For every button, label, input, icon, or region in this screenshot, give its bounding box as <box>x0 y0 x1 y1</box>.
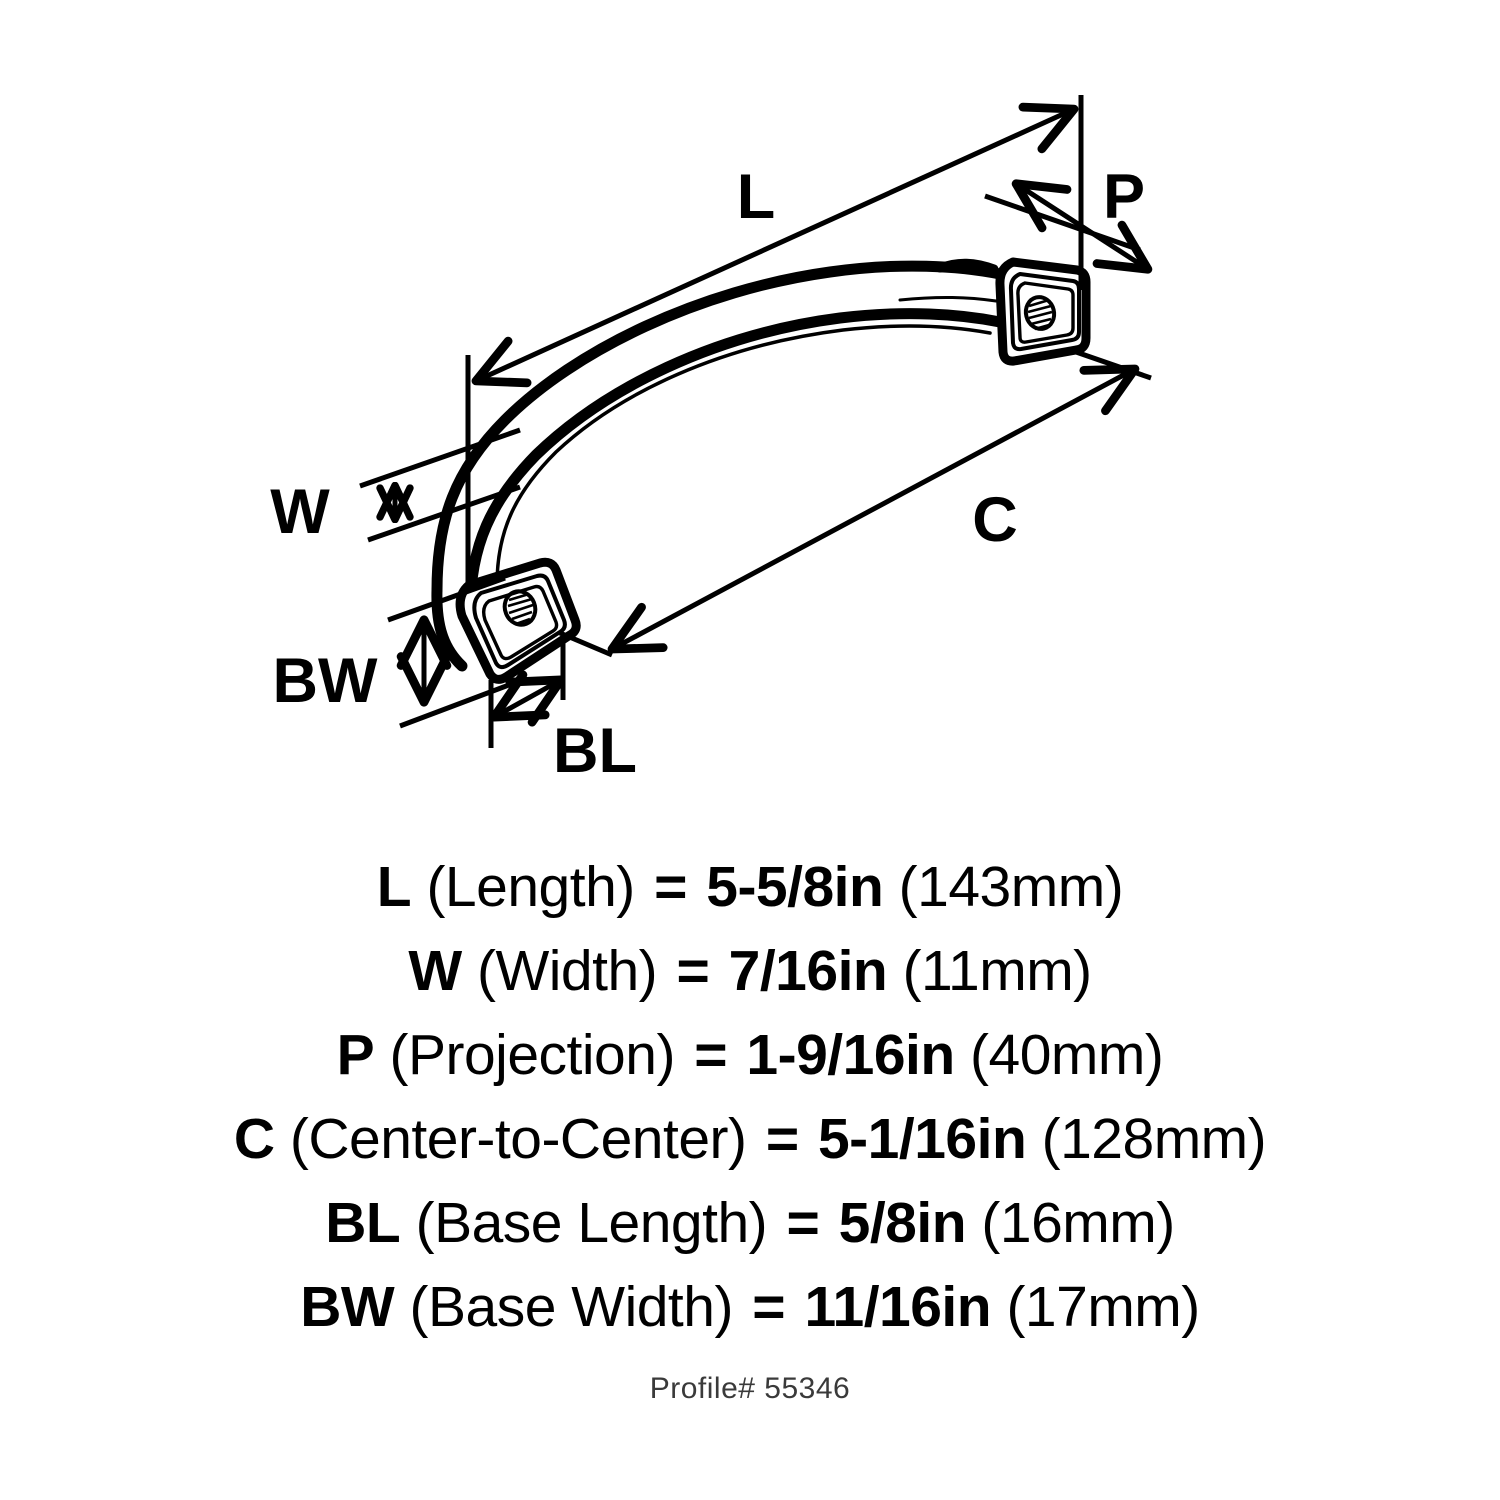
spec-metric-W: (11mm) <box>902 939 1093 1003</box>
dimension-W: W <box>270 427 521 547</box>
dimension-C-arrow <box>607 364 1140 654</box>
spec-equals-W: = <box>676 939 710 1003</box>
left-post-edge-blend <box>459 614 493 676</box>
spec-metric-C: (128mm) <box>1041 1107 1267 1171</box>
left-post-screw-hatch <box>507 592 534 626</box>
left-post-screw-hole <box>502 589 538 627</box>
spec-symbol-BW: BW <box>300 1275 395 1339</box>
left-post-inner-ring-2 <box>481 584 559 661</box>
bar-facet-line <box>898 295 998 303</box>
spec-row-C: C (Center-to-Center) = 5-1/16in (128mm) <box>0 1097 1500 1181</box>
spec-row-W: W (Width) = 7/16in (11mm) <box>0 929 1500 1013</box>
spec-name-L: (Length) <box>426 855 635 919</box>
dimension-label-C: C <box>972 485 1018 555</box>
product-line-drawing: L P C W <box>270 95 1153 786</box>
right-post-edge-blend <box>997 284 1006 353</box>
spec-name-P: (Projection) <box>389 1023 676 1087</box>
spec-symbol-L: L <box>376 855 412 919</box>
left-post-inner-ring-1 <box>472 573 567 670</box>
dimension-L-arrow <box>471 102 1079 388</box>
dimension-label-L: L <box>737 162 775 232</box>
dimension-BW-extension-lower <box>399 677 523 729</box>
spec-metric-L: (143mm) <box>898 855 1124 919</box>
spec-name-W: (Width) <box>476 939 658 1003</box>
dimension-BW-extension-upper <box>387 575 506 623</box>
spec-metric-BW: (17mm) <box>1006 1275 1200 1339</box>
dimension-C: C <box>559 349 1152 658</box>
spec-name-BL: (Base Length) <box>415 1191 768 1255</box>
spec-row-L: L (Length) = 5-5/8in (143mm) <box>0 845 1500 929</box>
spec-symbol-BL: BL <box>325 1191 401 1255</box>
spec-value-BW: 11/16in <box>804 1275 992 1339</box>
spec-row-P: P (Projection) = 1-9/16in (40mm) <box>0 1013 1500 1097</box>
spec-metric-P: (40mm) <box>970 1023 1164 1087</box>
spec-value-BL: 5/8in <box>838 1191 967 1255</box>
spec-symbol-C: C <box>233 1107 275 1171</box>
dimension-label-W: W <box>270 477 330 547</box>
spec-row-BL: BL (Base Length) = 5/8in (16mm) <box>0 1181 1500 1265</box>
dimension-BL: BL <box>488 636 637 786</box>
dimension-BW: BW <box>273 575 523 729</box>
profile-number: Profile# 55346 <box>649 1372 851 1405</box>
spec-value-P: 1-9/16in <box>746 1023 955 1087</box>
dimension-C-extension-right <box>1075 349 1152 381</box>
spec-symbol-W: W <box>408 939 462 1003</box>
left-mounting-post <box>455 557 581 684</box>
spec-name-C: (Center-to-Center) <box>289 1107 747 1171</box>
spec-value-W: 7/16in <box>728 939 888 1003</box>
spec-equals-C: = <box>765 1107 799 1171</box>
dimension-P: P <box>984 162 1153 274</box>
dimension-label-BW: BW <box>273 646 378 716</box>
spec-equals-P: = <box>694 1023 728 1087</box>
spec-equals-L: = <box>654 855 687 919</box>
spec-equals-BW: = <box>752 1275 786 1339</box>
dimension-W-extension-upper <box>359 427 521 489</box>
spec-symbol-P: P <box>336 1023 375 1087</box>
dimension-C-extension-left <box>559 630 613 658</box>
spec-metric-BL: (16mm) <box>981 1191 1175 1255</box>
dimension-label-P: P <box>1103 162 1145 232</box>
dimension-W-extension-lower <box>367 484 521 543</box>
dimension-label-BL: BL <box>553 716 637 786</box>
dimension-P-arrow <box>1011 179 1153 274</box>
dimension-BL-arrow <box>489 670 566 727</box>
right-mounting-post <box>995 257 1091 366</box>
specification-list: L (Length) = 5-5/8in (143mm) W (Width) =… <box>0 845 1500 1349</box>
spec-value-L: 5-5/8in <box>706 855 884 919</box>
spec-name-BW: (Base Width) <box>409 1275 734 1339</box>
spec-value-C: 5-1/16in <box>817 1107 1027 1171</box>
spec-equals-BL: = <box>786 1191 820 1255</box>
dimension-L: L <box>465 95 1084 585</box>
spec-row-BW: BW (Base Width) = 11/16in (17mm) <box>0 1265 1500 1349</box>
